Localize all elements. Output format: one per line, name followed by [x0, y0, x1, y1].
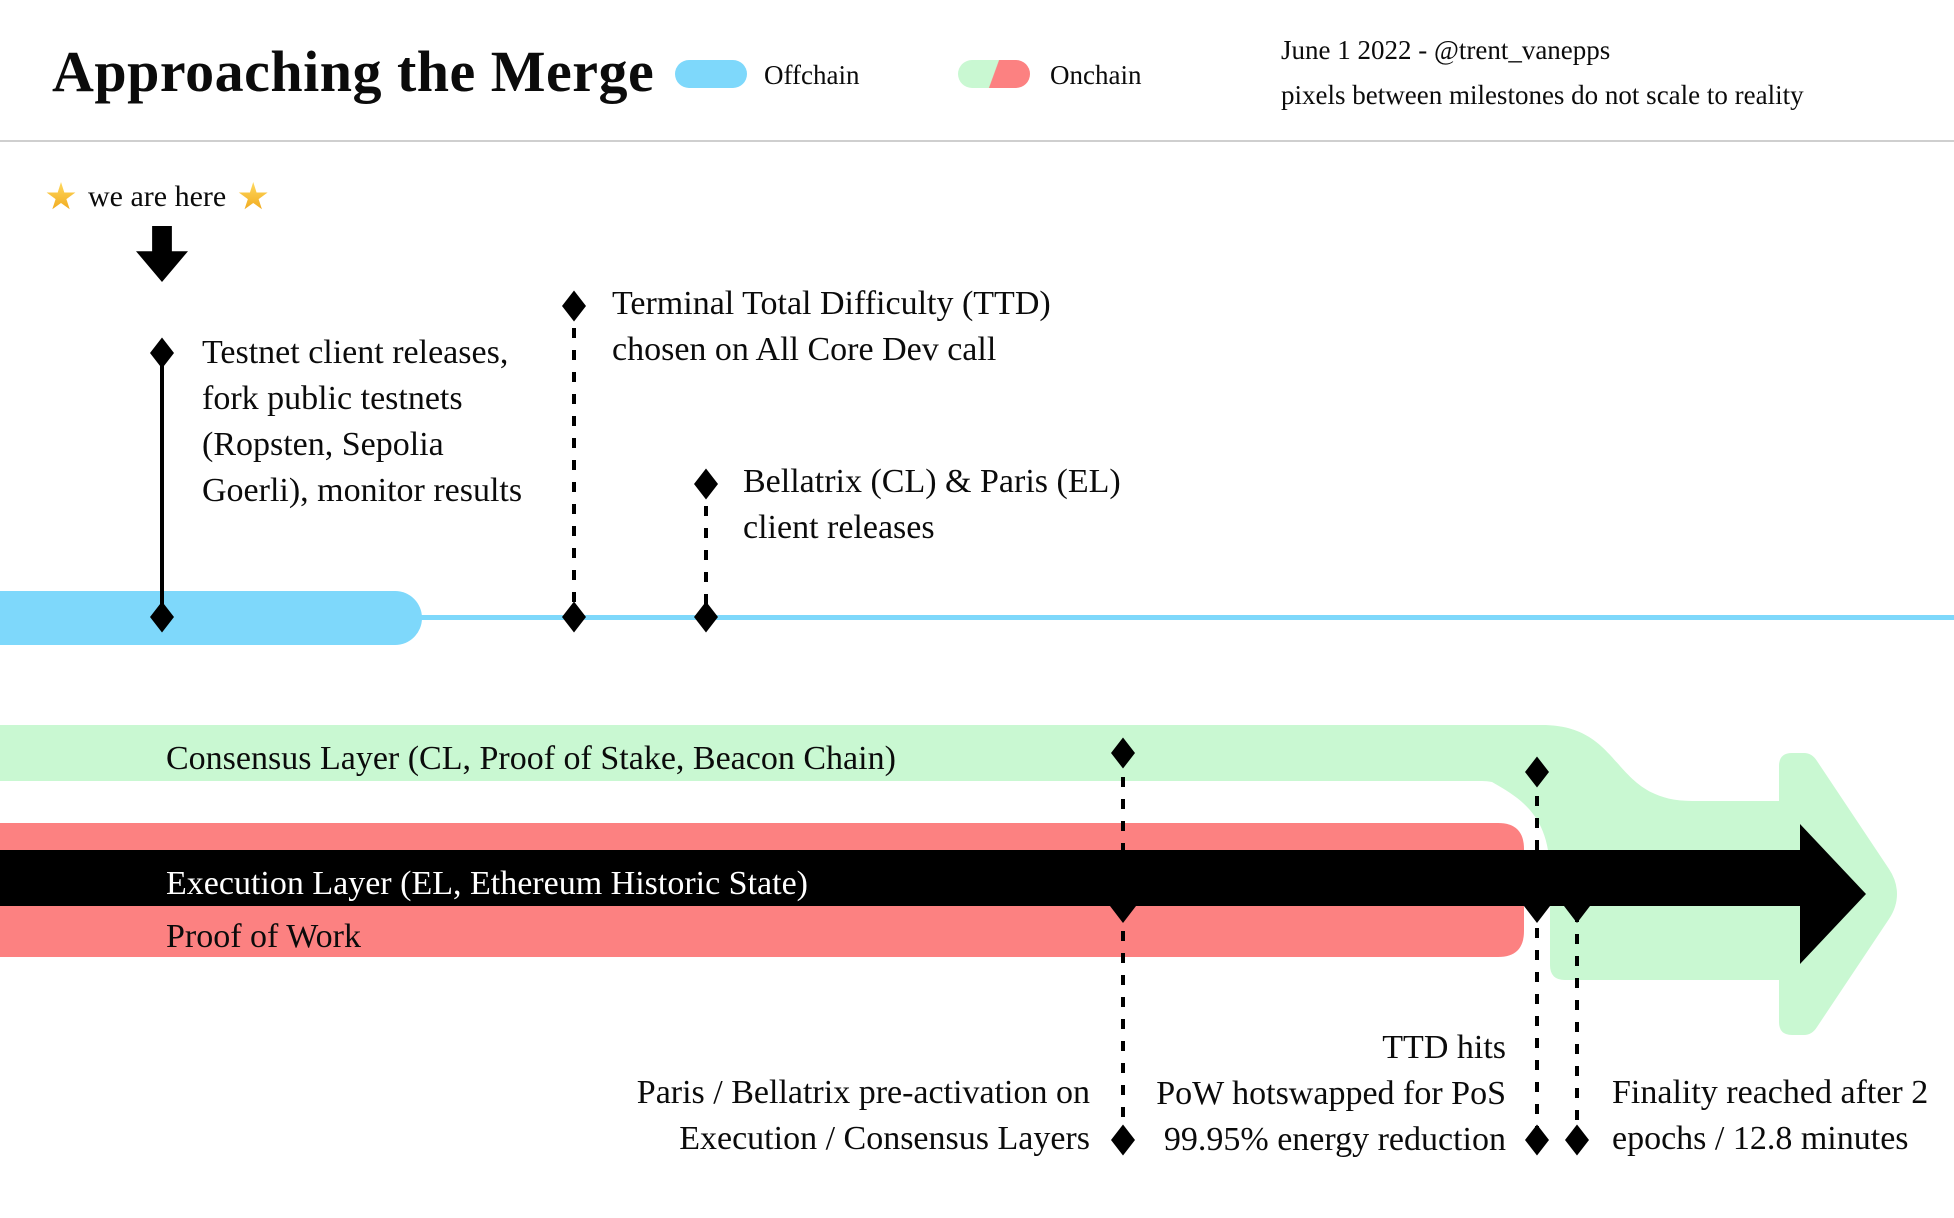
milestone-text-line: 99.95% energy reduction — [1163, 1121, 1506, 1158]
page-title: Approaching the Merge — [52, 39, 655, 104]
offchain-track-bar — [0, 591, 422, 645]
milestone-bellatrix-label: Bellatrix (CL) & Paris (EL) client relea… — [743, 459, 1121, 551]
milestone-connector-dotted — [1535, 774, 1539, 1140]
milestone-connector-dotted — [704, 484, 708, 617]
milestone-connector-dotted — [1121, 755, 1125, 1140]
milestone-text-line: epochs / 12.8 minutes — [1612, 1120, 1909, 1157]
milestone-text-line: client releases — [743, 509, 935, 546]
milestone-testnet-label: Testnet client releases, fork public tes… — [202, 330, 522, 514]
execution-layer-label: Execution Layer (EL, Ethereum Historic S… — [166, 865, 808, 902]
diamond-notch-icon — [1564, 889, 1590, 923]
header: Approaching the Merge Offchain Onchain J… — [0, 0, 1954, 142]
milestone-text-line: Terminal Total Difficulty (TTD) — [612, 285, 1051, 322]
milestone-connector-dotted — [572, 306, 576, 617]
milestone-text-line: TTD hits — [1382, 1029, 1506, 1066]
credit-line-1: June 1 2022 - @trent_vanepps — [1281, 35, 1611, 65]
milestone-preactivation-label: Paris / Bellatrix pre-activation on Exec… — [637, 1070, 1090, 1162]
milestone-ttd-hits-label: TTD hits PoW hotswapped for PoS 99.95% e… — [1156, 1025, 1506, 1163]
milestone-text-line: Testnet client releases, — [202, 334, 509, 371]
we-are-here-marker: we are here — [46, 180, 268, 214]
milestone-text-line: PoW hotswapped for PoS — [1156, 1075, 1506, 1112]
milestone-text-line: fork public testnets — [202, 380, 463, 417]
milestone-ttd-chosen-label: Terminal Total Difficulty (TTD) chosen o… — [612, 281, 1051, 373]
milestone-text-line: Execution / Consensus Layers — [679, 1120, 1090, 1157]
milestone-text-line: chosen on All Core Dev call — [612, 331, 997, 368]
onchain-legend-label: Onchain — [1050, 60, 1142, 90]
milestone-connector-dotted — [1575, 912, 1579, 1140]
milestone-text-line: Bellatrix (CL) & Paris (EL) — [743, 463, 1121, 500]
offchain-track-line — [0, 615, 1954, 620]
credit-note: June 1 2022 - @trent_vanepps pixels betw… — [1281, 28, 1804, 118]
consensus-layer-band — [0, 725, 1897, 1035]
milestone-connector-line — [160, 353, 164, 617]
milestone-text-line: Finality reached after 2 — [1612, 1074, 1929, 1111]
offchain-legend-label: Offchain — [764, 60, 860, 90]
we-are-here-label: we are here — [88, 180, 227, 213]
consensus-layer-label: Consensus Layer (CL, Proof of Stake, Bea… — [166, 740, 896, 777]
milestone-text-line: Goerli), monitor results — [202, 472, 523, 509]
milestone-finality-label: Finality reached after 2 epochs / 12.8 m… — [1612, 1070, 1928, 1162]
milestone-text-line: (Ropsten, Sepolia — [202, 426, 444, 463]
offchain-legend-swatch — [675, 60, 747, 88]
execution-layer-arrow — [0, 824, 1866, 964]
credit-line-2: pixels between milestones do not scale t… — [1281, 80, 1804, 110]
milestone-text-line: Paris / Bellatrix pre-activation on — [636, 1074, 1090, 1111]
onchain-legend-swatch — [958, 60, 1030, 88]
proof-of-work-label: Proof of Work — [166, 918, 361, 955]
